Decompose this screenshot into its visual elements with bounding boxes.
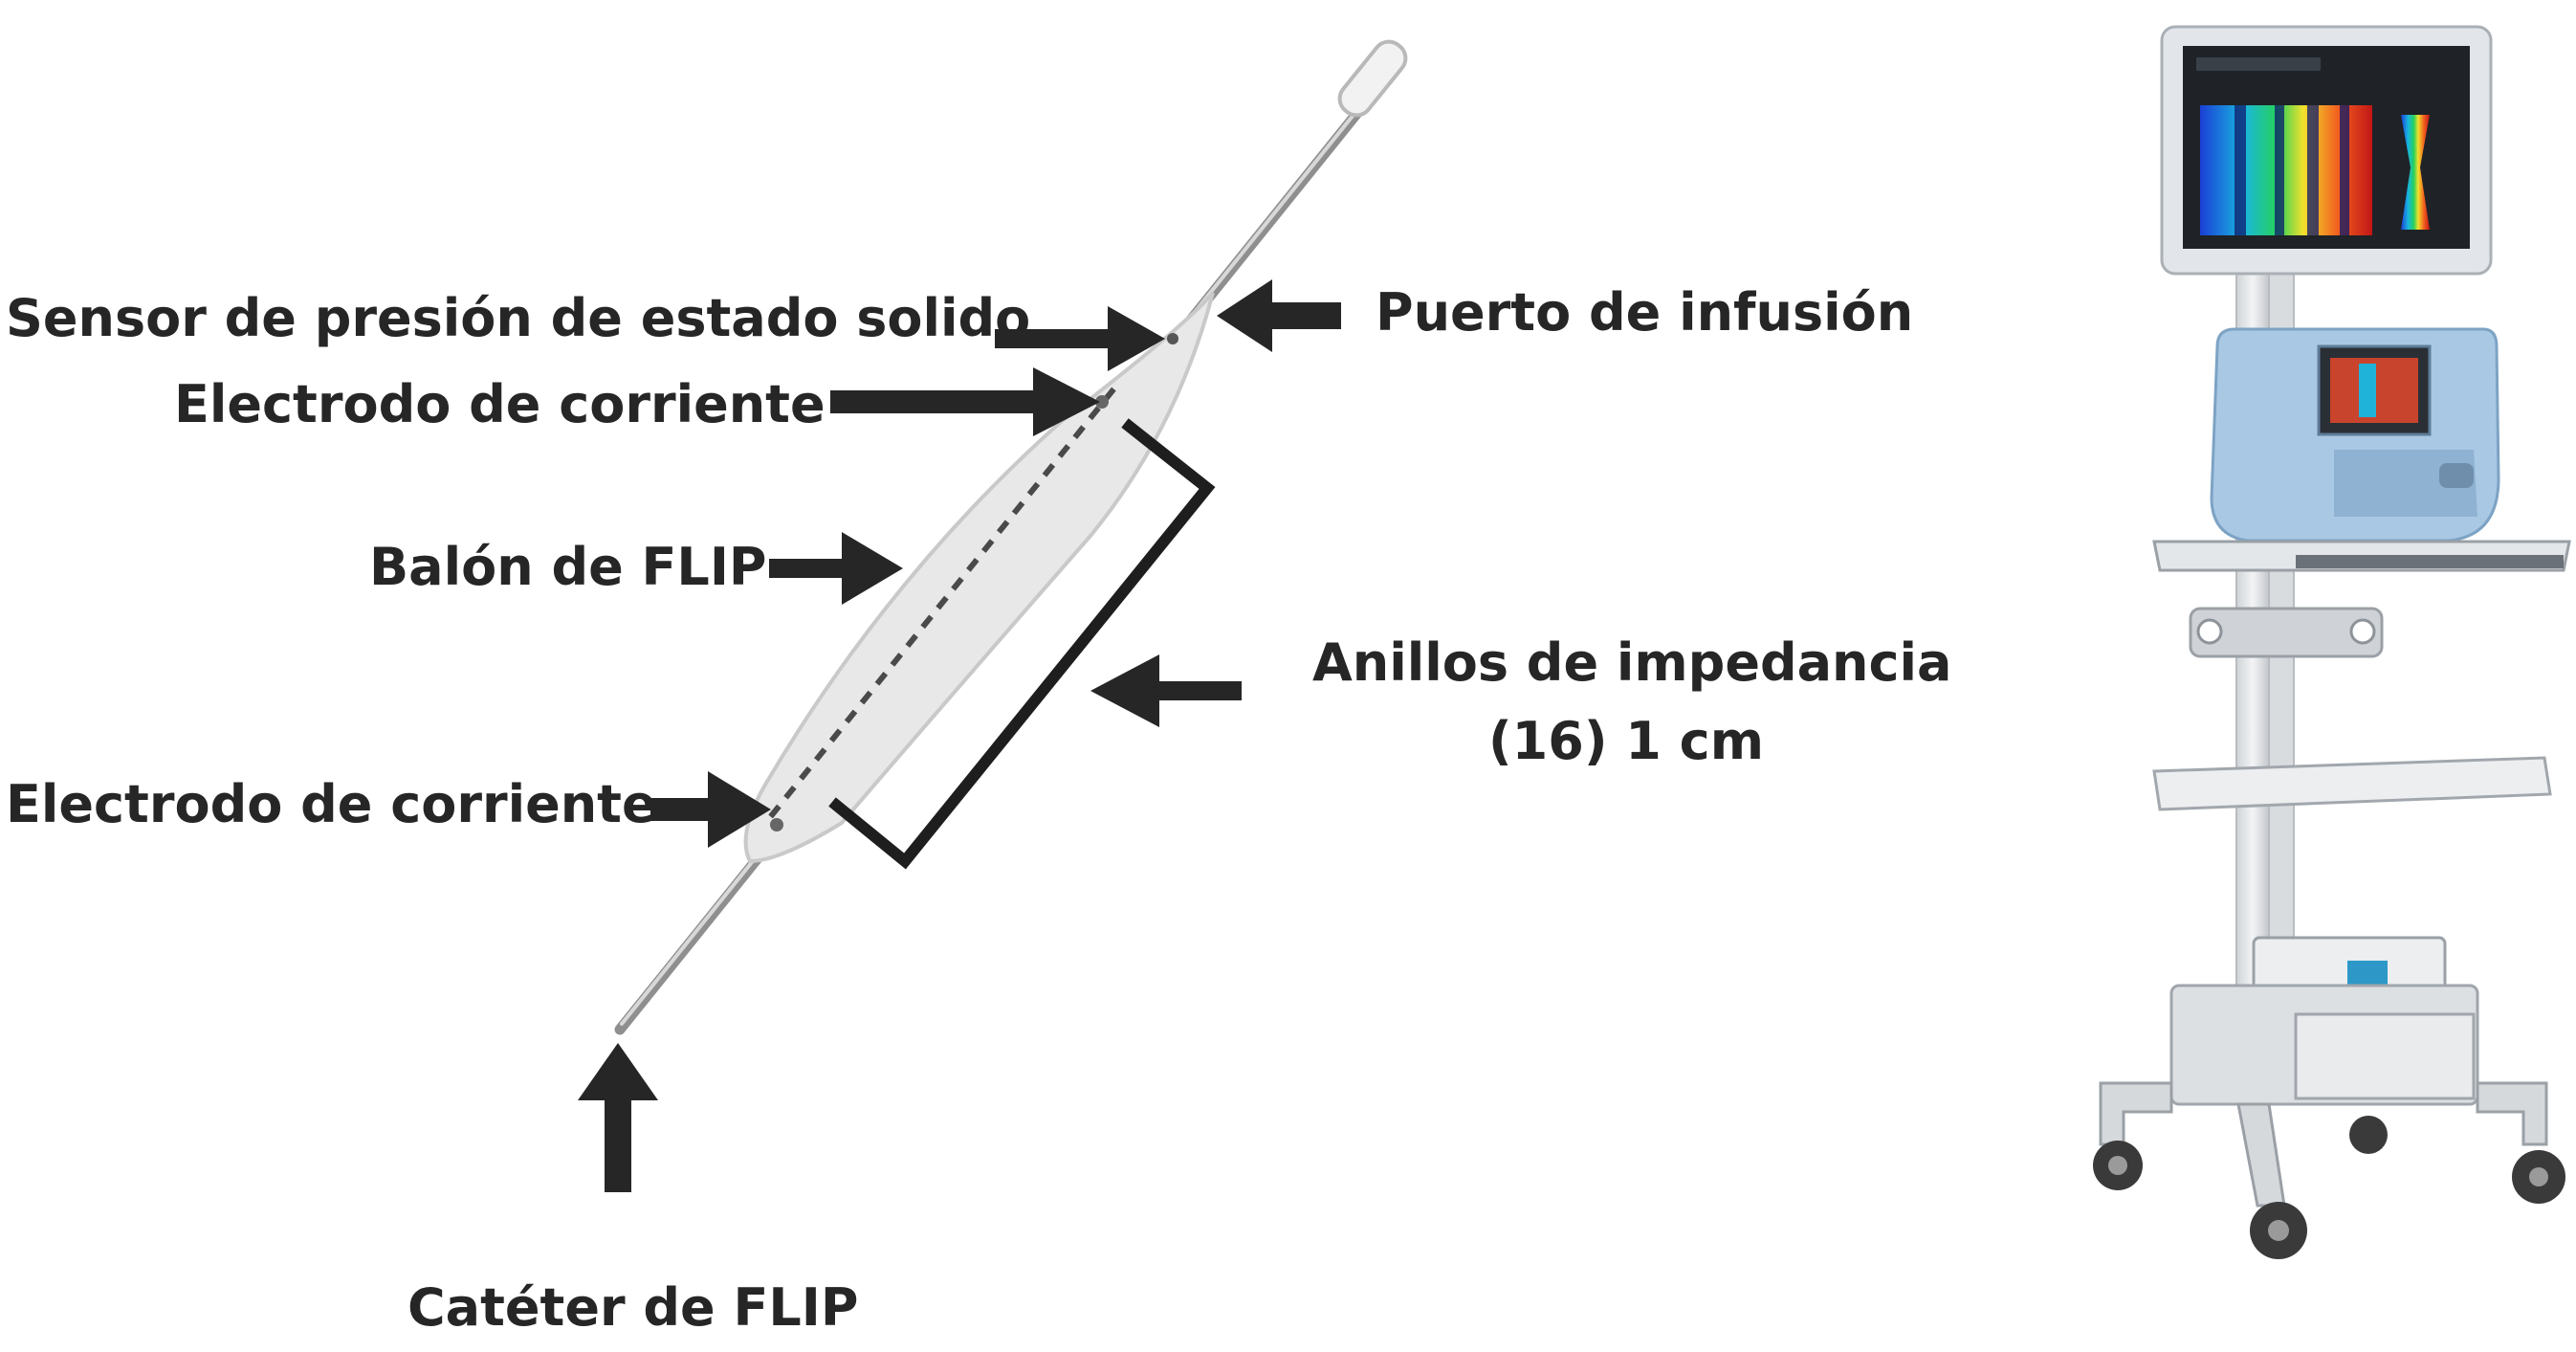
impedance-ring — [828, 728, 843, 743]
bracket-icon — [828, 418, 1216, 870]
impedance-ring — [1011, 500, 1025, 516]
arrow-icon — [830, 367, 1100, 436]
impedance-ring — [1042, 462, 1056, 477]
impedance-ring — [1057, 444, 1071, 458]
impedance-ring — [890, 653, 904, 667]
impedance-ring — [996, 520, 1010, 535]
impedance-ring — [874, 671, 889, 686]
electrode-top-dot — [1095, 395, 1109, 409]
arrow-icon — [1090, 654, 1242, 727]
impedance-ring — [1072, 425, 1086, 439]
arrow-icon — [578, 1043, 658, 1192]
impedance-ring — [1088, 406, 1101, 421]
impedance-ring — [905, 633, 918, 648]
label-pressure-sensor: Sensor de presión de estado solido — [6, 288, 1031, 348]
label-balloon: Balón de FLIP — [369, 537, 767, 597]
impedance-ring — [1026, 481, 1041, 497]
label-electrode-top: Electrodo de corriente — [174, 374, 826, 434]
arrow-icon — [650, 771, 771, 848]
impedance-ring — [768, 804, 782, 819]
flip-catheter — [614, 39, 1408, 1035]
catheter-tip — [1337, 39, 1408, 118]
label-catheter: Catéter de FLIP — [407, 1277, 859, 1338]
impedance-ring — [980, 539, 995, 553]
impedance-rings — [768, 387, 1116, 819]
impedance-ring — [844, 709, 858, 724]
label-impedance-rings: Anillos de impedancia — [1312, 632, 1952, 693]
label-impedance-rings-size: (16) 1 cm — [1488, 711, 1764, 771]
flip-system-cart-illustration — [2093, 25, 2571, 1259]
impedance-ring — [799, 766, 812, 781]
electrode-bottom-dot — [770, 818, 783, 831]
impedance-ring — [966, 558, 980, 572]
pressure-sensor-dot — [1167, 333, 1178, 344]
arrow-icon — [769, 532, 903, 605]
label-electrode-bottom: Electrodo de corriente — [6, 774, 657, 834]
impedance-ring — [859, 690, 873, 705]
arrow-icon — [995, 306, 1165, 371]
label-infusion-port: Puerto de infusión — [1376, 282, 1914, 343]
impedance-ring — [920, 614, 934, 630]
impedance-ring — [951, 576, 964, 591]
impedance-ring — [783, 785, 797, 800]
impedance-ring — [813, 747, 827, 762]
arrow-icon — [1217, 279, 1341, 352]
impedance-ring — [936, 595, 949, 610]
